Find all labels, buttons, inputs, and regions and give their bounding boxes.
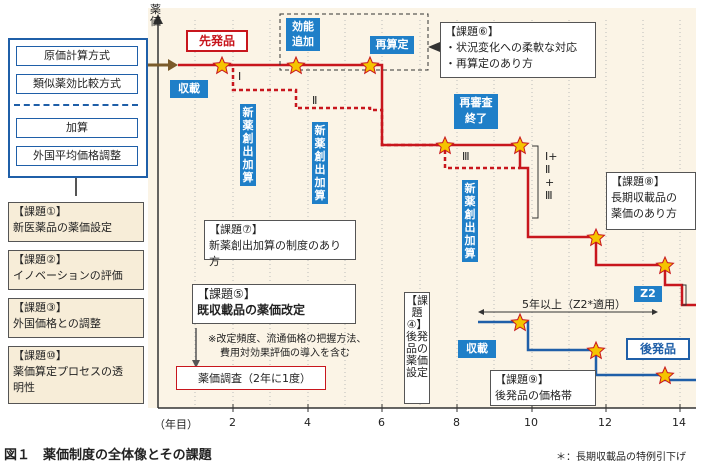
x-tick-label-6: 6 (378, 416, 385, 429)
method-gaikoku: 外国平均価格調整 (16, 146, 138, 166)
figure-caption: 図１ 薬価制度の全体像とその課題 (4, 448, 212, 463)
issue-3-tag: 【課題③】 (13, 301, 67, 314)
star-icon (586, 340, 606, 360)
x-tick-label-10: 10 (524, 416, 538, 429)
saisantei-tag: 再算定 (370, 36, 414, 54)
roman-3: Ⅲ (462, 150, 470, 163)
shinsa-line1: 再審査 (459, 96, 493, 109)
left-box-divider (14, 104, 138, 106)
method-kasan: 加算 (16, 118, 138, 138)
issue-10-text: 薬価算定プロセスの透 (13, 365, 123, 378)
issue-8-line2: 薬価のあり方 (611, 207, 677, 220)
issue-6-line2: ・再算定のあり方 (445, 57, 533, 70)
star-icon (360, 55, 380, 75)
issue-4-tag: 【課題④】 (406, 294, 428, 331)
roman-1: Ⅰ (238, 70, 242, 83)
issue-9-text: 後発品の価格帯 (495, 389, 572, 402)
roman-2: Ⅱ (312, 94, 318, 107)
issue-7-text: 新薬創出加算の制度のあり方 (209, 239, 341, 268)
issue-5-text: 既収載品の薬価改定 (197, 303, 306, 317)
method-genka: 原価計算方式 (16, 46, 138, 66)
sum-bracket (532, 145, 539, 219)
kouka-tag: 効能 追加 (286, 18, 320, 51)
z2-bracket (682, 284, 687, 306)
issue-10-box: 【課題⑩】 薬価算定プロセスの透 明性 (8, 346, 144, 404)
issue-1-box: 【課題①】 新医薬品の薬価設定 (8, 202, 144, 242)
y-axis-label: 薬価 (150, 3, 161, 28)
star-icon (510, 312, 530, 332)
shinsa-tag: 再審査 終了 (454, 94, 498, 129)
issue-10-tag: 【課題⑩】 (13, 349, 67, 362)
issue-5-note-2: 費用対効果評価の導入を含む (220, 348, 350, 359)
issue-4-text: 後発品の薬価設定 (406, 330, 428, 379)
z2-tag: Z2 (634, 286, 662, 302)
issue-4-box: 【課題④】 後発品の薬価設定 (404, 292, 430, 404)
star-icon (655, 255, 675, 275)
x-tick-label-2: 2 (229, 416, 236, 429)
issue-3-box: 【課題③】 外国価格との調整 (8, 298, 144, 338)
shusai-tag-2: 収載 (458, 340, 496, 358)
issue-6-box: 【課題⑥】 ・状況変化への柔軟な対応 ・再算定のあり方 (440, 22, 596, 78)
issue-5-note-1: ※改定頻度、流通価格の把握方法、 (208, 334, 367, 345)
senpatsu-label: 先発品 (186, 30, 248, 52)
x-tick-label-8: 8 (453, 416, 460, 429)
roman-sum: Ⅰ+Ⅱ+Ⅲ (545, 150, 558, 202)
star-icon (510, 135, 530, 155)
kouka-line1: 効能 (292, 20, 314, 33)
y-axis-arrow (153, 14, 163, 24)
issue-10-text2: 明性 (13, 381, 35, 394)
shinyaku-tag-2: 新薬創出加算 (312, 122, 328, 204)
issue-1-text: 新医薬品の薬価設定 (13, 221, 112, 234)
issue-5-tag: 【課題⑤】 (197, 287, 256, 301)
x-tick-label-4: 4 (304, 416, 311, 429)
issue-9-tag: 【課題⑨】 (495, 373, 549, 386)
x-axis-unit: （年目） (154, 418, 198, 431)
x-tick-label-14: 14 (672, 416, 686, 429)
shinyaku-dashed-line (222, 63, 520, 170)
star-icon (586, 227, 606, 247)
method-ruiji: 類似薬効比較方式 (16, 74, 138, 94)
five-years-label: 5年以上（Z2*適用） (522, 298, 627, 311)
figure-footnote: ＊：長期収載品の特例引下げ (556, 452, 686, 463)
chousa-label: 薬価調査（2年に1度） (198, 372, 311, 385)
star-icon (212, 55, 232, 75)
kouka-line2: 追加 (292, 35, 314, 48)
issue-1-tag: 【課題①】 (13, 205, 67, 218)
issue-7-box: 【課題⑦】 新薬創出加算の制度のあり方 (204, 220, 356, 268)
issue-6-line1: ・状況変化への柔軟な対応 (445, 41, 577, 54)
pricing-methods-box: 原価計算方式 類似薬効比較方式 加算 外国平均価格調整 (8, 38, 148, 178)
kouhatsu-label: 後発品 (626, 338, 690, 360)
issue-7-tag: 【課題⑦】 (209, 223, 263, 236)
issue-8-line1: 長期収載品の (611, 191, 677, 204)
issue-2-text: イノベーションの評価 (13, 269, 123, 282)
issue6-pointer (428, 42, 440, 52)
shinsa-line2: 終了 (465, 112, 487, 125)
shinyaku-tag-1: 新薬創出加算 (240, 104, 256, 186)
x-tick-label-12: 12 (598, 416, 612, 429)
shinyaku-tag-3: 新薬創出加算 (462, 180, 478, 262)
chousa-box (176, 366, 326, 390)
issue-6-tag: 【課題⑥】 (445, 25, 499, 38)
star-icon (655, 365, 675, 385)
issue-2-tag: 【課題②】 (13, 253, 67, 266)
kouka-saisantei-frame (279, 13, 429, 71)
issue-3-text: 外国価格との調整 (13, 317, 101, 330)
star-icon (286, 55, 306, 75)
shusai-tag-1: 収載 (170, 80, 208, 98)
issue-8-box: 【課題⑧】 長期収載品の 薬価のあり方 (606, 172, 696, 230)
star-icon (435, 135, 455, 155)
issue-8-tag: 【課題⑧】 (611, 175, 665, 188)
issue-5-box: 【課題⑤】 既収載品の薬価改定 (192, 284, 356, 324)
issue-9-box: 【課題⑨】 後発品の価格帯 (490, 370, 596, 406)
issue-2-box: 【課題②】 イノベーションの評価 (8, 250, 144, 290)
